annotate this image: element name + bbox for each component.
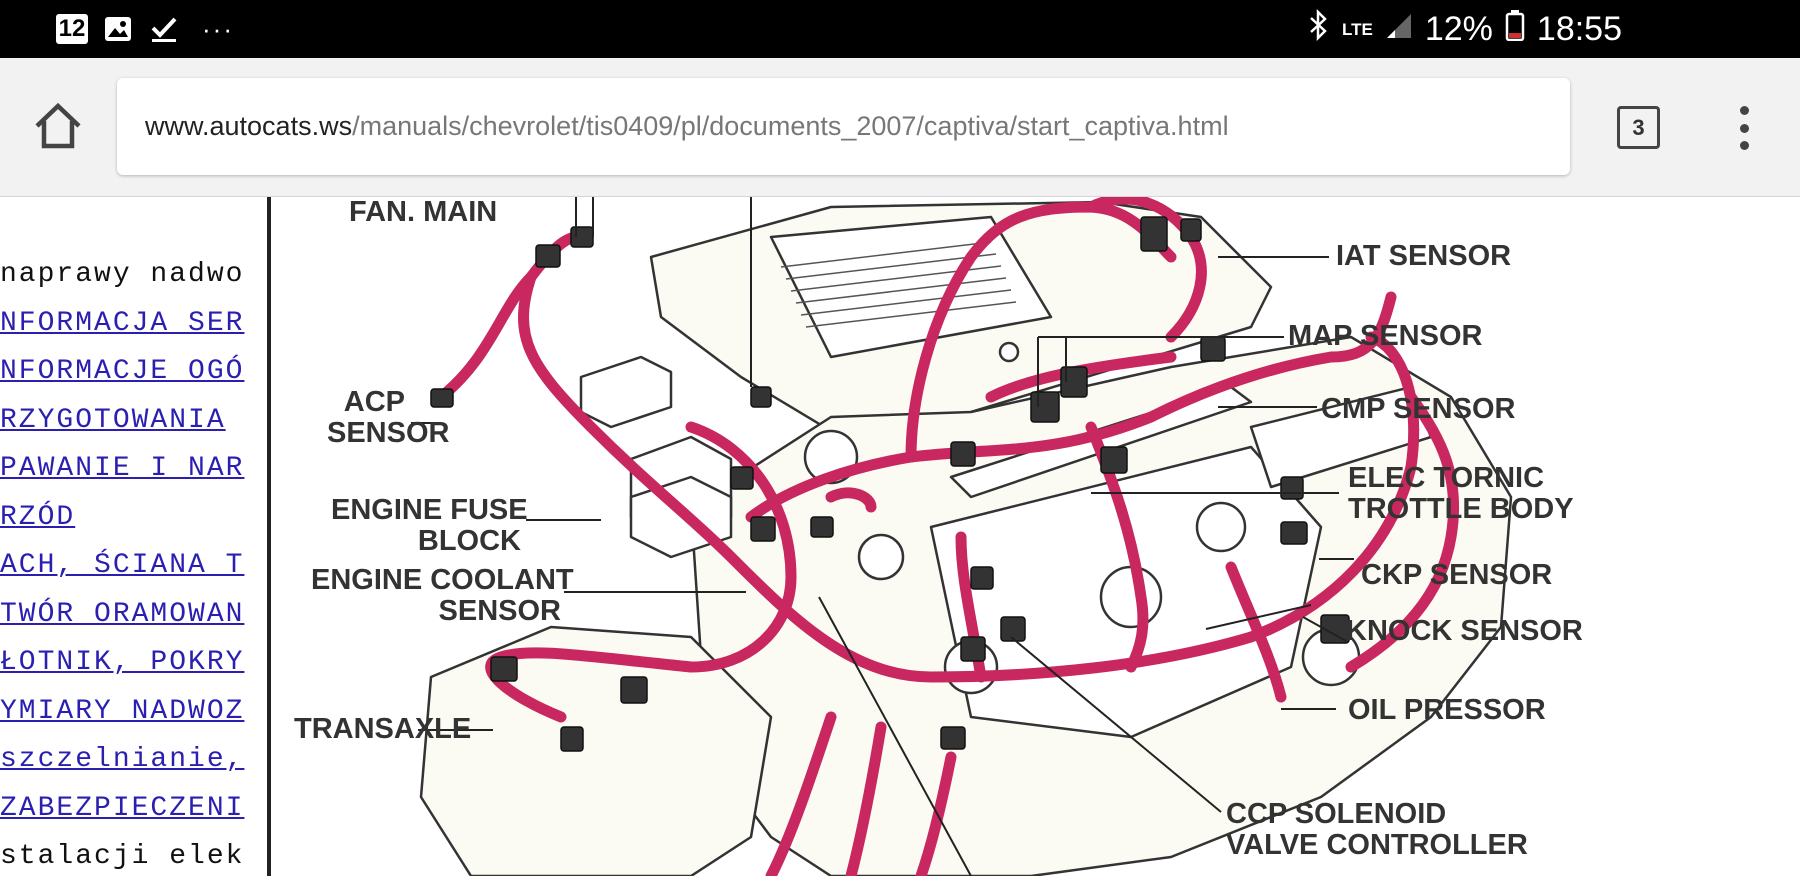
status-bar: 12 ··· LTE 12% 18:55 xyxy=(0,0,1800,58)
signal-icon xyxy=(1385,10,1413,49)
label-acp-line2: SENSOR xyxy=(327,417,450,449)
bluetooth-icon xyxy=(1308,8,1330,50)
nav-link[interactable]: PAWANIE I NAR xyxy=(0,453,245,484)
label-iat-sensor: IAT SENSOR xyxy=(1336,240,1512,272)
clock-time: 18:55 xyxy=(1536,9,1622,48)
label-knock-sensor: KNOCK SENSOR xyxy=(1346,615,1583,647)
nav-link[interactable]: ACH, ŚCIANA T xyxy=(0,550,245,581)
tab-switcher-button[interactable]: 3 xyxy=(1617,106,1660,149)
status-bar-system: LTE 12% 18:55 xyxy=(1308,0,1622,58)
nav-link[interactable]: NFORMACJA SER xyxy=(0,307,245,339)
label-acp-sensor: ACP SENSOR xyxy=(327,386,450,449)
network-type: LTE xyxy=(1341,19,1373,39)
label-fan-main: FAN. MAIN xyxy=(349,197,498,228)
nav-link[interactable]: TWÓR ORAMOWAN xyxy=(0,598,245,630)
status-bar-notifications: 12 ··· xyxy=(56,0,234,58)
label-etb-line2: TROTTLE BODY xyxy=(1348,493,1574,525)
nav-link[interactable]: NFORMACJE OGÓ xyxy=(0,356,245,387)
manual-nav-list: naprawy nadwo NFORMACJA SER NFORMACJE OG… xyxy=(0,257,244,876)
url-path: /manuals/chevrolet/tis0409/pl/documents_… xyxy=(352,111,1229,141)
notification-count-badge: 12 xyxy=(56,14,88,44)
browser-toolbar: www.autocats.ws/manuals/chevrolet/tis040… xyxy=(0,58,1800,197)
label-ccp-solenoid-valve-controller: CCP SOLENOID VALVE CONTROLLER xyxy=(1226,799,1528,861)
nav-item-heading: naprawy nadwo xyxy=(0,259,245,290)
engine-wiring-diagram: FAN. MAIN ACP SENSOR ENGINE FUSE BLOCK E… xyxy=(271,197,1800,876)
more-notifications-indicator: ··· xyxy=(202,14,234,44)
download-check-icon xyxy=(148,13,180,45)
label-ckp-sensor: CKP SENSOR xyxy=(1361,559,1553,591)
nav-link[interactable]: RZYGOTOWANIA xyxy=(0,404,226,436)
label-elec-tornic-throttle-body: ELEC TORNIC TROTTLE BODY xyxy=(1348,463,1574,525)
label-cmp-sensor: CMP SENSOR xyxy=(1321,393,1516,425)
label-ccp-line2: VALVE CONTROLLER xyxy=(1226,829,1528,861)
label-fuse-line1: ENGINE FUSE xyxy=(331,494,528,526)
manual-nav-pane: naprawy nadwo NFORMACJA SER NFORMACJE OG… xyxy=(0,197,267,876)
label-coolant-line2: SENSOR xyxy=(438,595,561,627)
home-icon xyxy=(35,102,81,149)
url-host: www.autocats.ws xyxy=(145,111,353,141)
label-fuse-line2: BLOCK xyxy=(417,525,521,557)
battery-percent: 12% xyxy=(1424,9,1493,48)
label-engine-coolant-sensor: ENGINE COOLANT SENSOR xyxy=(311,564,574,627)
gallery-icon xyxy=(102,13,134,45)
nav-item-heading: stalacji elek xyxy=(0,841,245,872)
nav-link[interactable]: ŁOTNIK, POKRY xyxy=(0,647,245,678)
home-button[interactable] xyxy=(30,98,86,154)
label-etb-line1: ELEC TORNIC xyxy=(1348,462,1545,494)
nav-link[interactable]: YMIARY NADWOZ xyxy=(0,695,245,727)
overflow-menu-icon[interactable] xyxy=(1728,102,1760,154)
address-bar[interactable]: www.autocats.ws/manuals/chevrolet/tis040… xyxy=(117,78,1570,175)
label-coolant-line1: ENGINE COOLANT xyxy=(311,564,574,596)
frame-divider[interactable] xyxy=(267,197,271,876)
nav-link[interactable]: RZÓD xyxy=(0,501,76,533)
label-map-sensor: MAP SENSOR xyxy=(1288,320,1483,352)
nav-link[interactable]: szczelnianie, xyxy=(0,744,245,775)
label-acp-line1: ACP xyxy=(343,386,405,418)
label-engine-fuse-block: ENGINE FUSE BLOCK xyxy=(331,494,528,557)
label-transaxle: TRANSAXLE xyxy=(294,713,472,745)
engine-illustration xyxy=(411,197,1513,876)
nav-link[interactable]: ZABEZPIECZENI xyxy=(0,792,245,824)
label-ccp-line1: CCP SOLENOID xyxy=(1226,798,1447,830)
label-oil-pressor: OIL PRESSOR xyxy=(1348,694,1546,726)
battery-icon xyxy=(1505,9,1525,50)
